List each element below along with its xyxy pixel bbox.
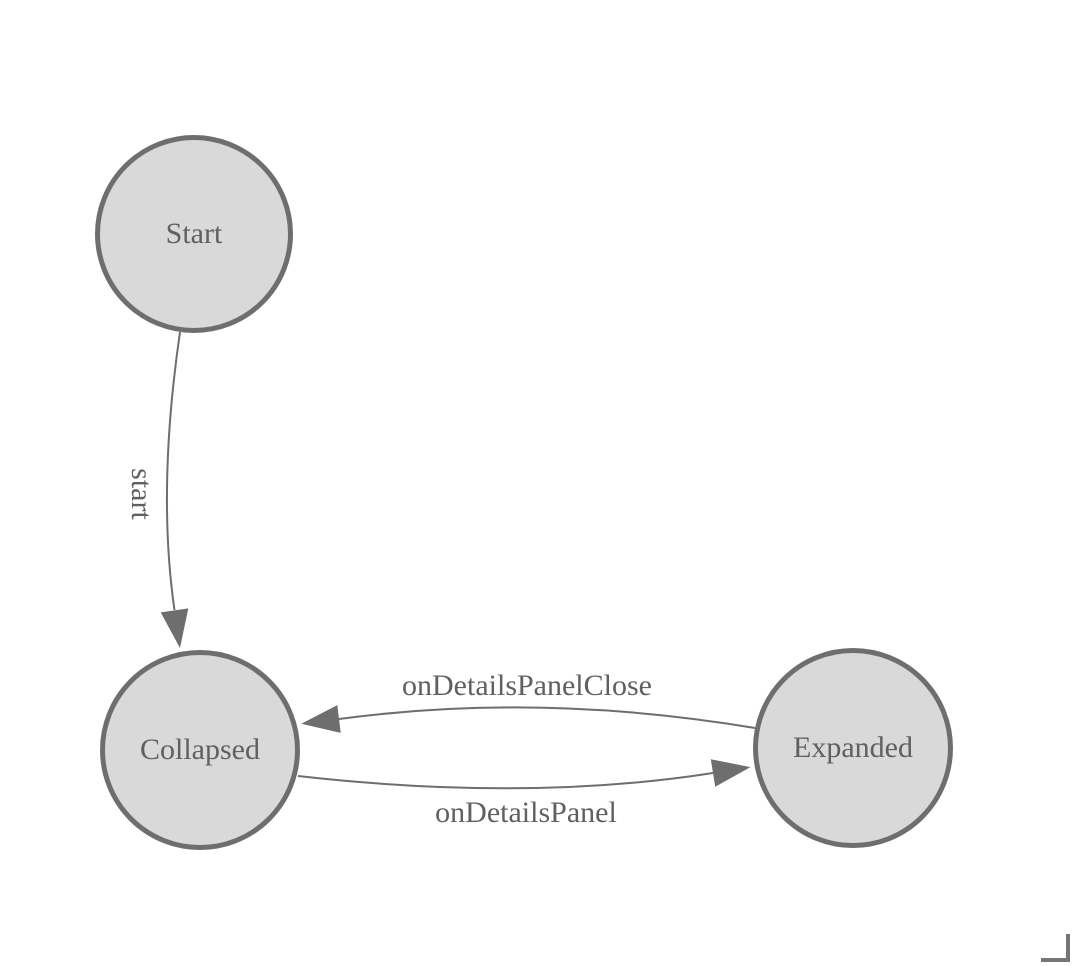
edge-start-to-collapsed-arrowhead	[160, 608, 189, 648]
state-node-collapsed[interactable]: Collapsed	[100, 650, 300, 850]
edge-expanded-to-collapsed[interactable]	[338, 706, 756, 729]
edge-collapsed-to-expanded-arrowhead	[710, 759, 751, 787]
edge-label-ondetailspanelclose: onDetailsPanelClose	[402, 669, 652, 702]
state-node-collapsed-label: Collapsed	[140, 733, 260, 766]
state-node-start[interactable]: Start	[95, 135, 293, 333]
edge-label-start: start	[125, 468, 158, 520]
state-node-expanded-label: Expanded	[793, 731, 913, 764]
edge-label-ondetailspanel: onDetailsPanel	[435, 796, 617, 829]
state-node-expanded[interactable]: Expanded	[753, 648, 953, 848]
edge-start-to-collapsed[interactable]	[165, 331, 181, 611]
state-node-start-label: Start	[165, 217, 223, 250]
scroll-corner-mark	[1041, 934, 1070, 962]
edge-collapsed-to-expanded[interactable]	[297, 772, 714, 790]
edge-expanded-to-collapsed-arrowhead	[301, 705, 341, 733]
